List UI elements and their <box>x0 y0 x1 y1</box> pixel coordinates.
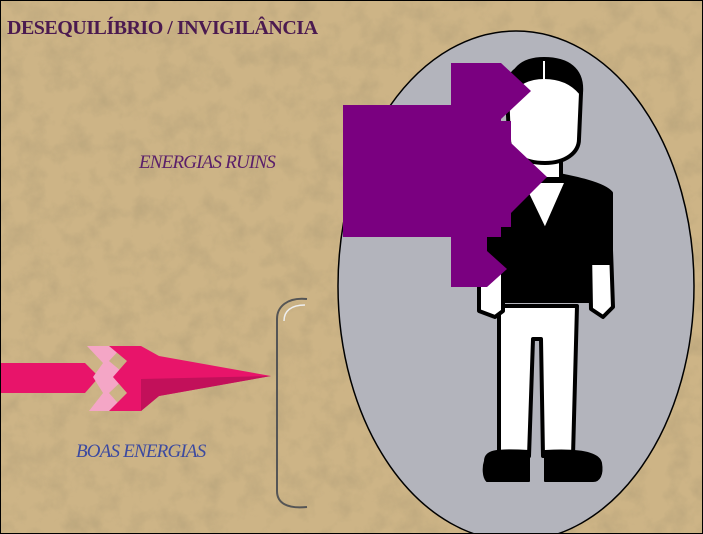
right-shoe <box>544 449 603 482</box>
pink-arrow-icon <box>1 346 271 411</box>
page-title: DESEQUILÍBRIO / INVIGILÂNCIA <box>7 17 318 39</box>
purple-arrow-icon-middle <box>461 121 547 227</box>
bad-energies-label: ENERGIAS RUINS <box>139 152 276 173</box>
shield-bracket-highlight <box>283 304 306 322</box>
left-shoe <box>482 449 530 482</box>
bad-energy-arrows <box>343 63 547 287</box>
shield-bracket-icon <box>276 297 308 509</box>
good-energies-label: BOAS ENERGIAS <box>76 441 206 462</box>
pink-arrow-shade <box>141 376 271 411</box>
pink-arrow-tail <box>1 363 99 393</box>
pink-arrow-middle <box>87 346 127 411</box>
hair <box>508 57 584 95</box>
purple-arrow-icon-top <box>451 63 531 119</box>
purple-arrow-icon-bottom <box>451 231 507 287</box>
